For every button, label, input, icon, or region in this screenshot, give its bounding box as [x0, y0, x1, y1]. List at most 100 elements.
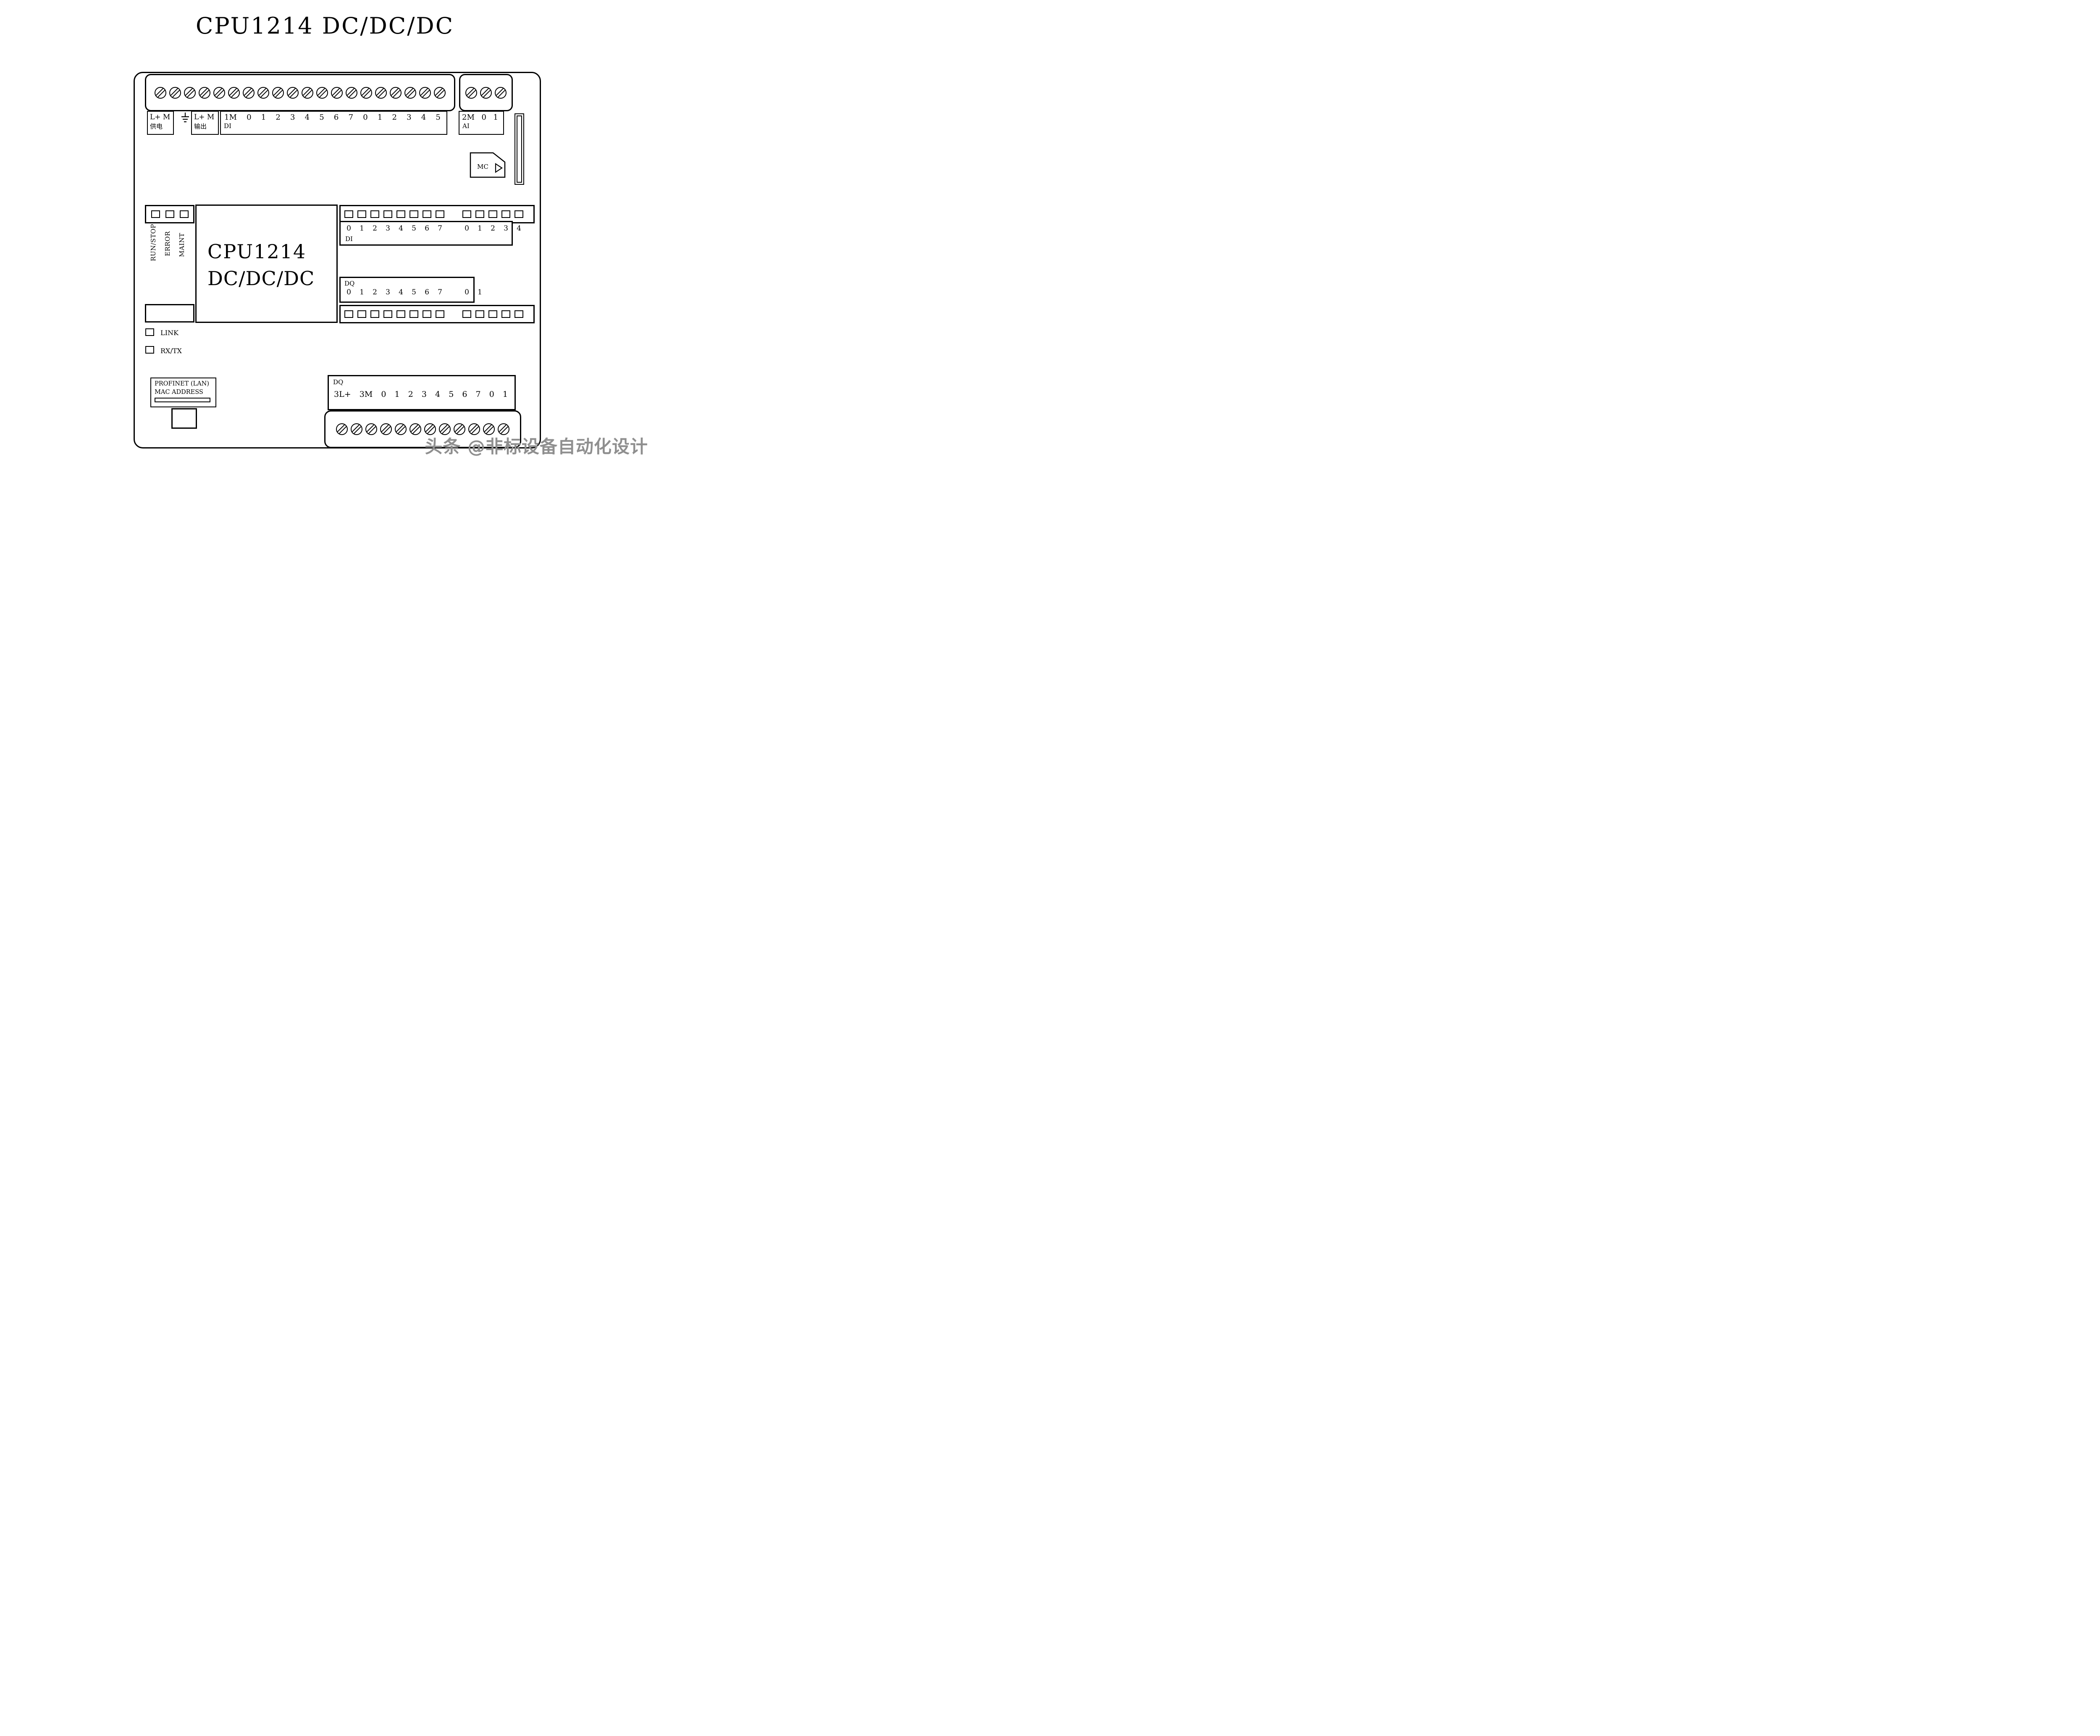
terminal-number: 0	[363, 113, 368, 122]
led-indicator-icon	[514, 210, 523, 218]
channel-number: 0	[346, 288, 351, 296]
led-indicator-icon	[462, 210, 471, 218]
dq-panel-label: DQ	[344, 280, 355, 287]
screw-terminal-icon	[302, 87, 313, 99]
screw-terminal-icon	[272, 87, 284, 99]
ai-terminal-caption: AI	[462, 122, 470, 130]
terminal-number: 4	[435, 390, 441, 399]
di-led-group2	[462, 210, 523, 218]
terminal-number: 4	[421, 113, 426, 122]
profinet-label: PROFINET (LAN)	[155, 380, 210, 387]
channel-number: 6	[425, 288, 429, 296]
cpu-variant: DC/DC/DC	[207, 267, 315, 290]
screw-terminal-icon	[419, 87, 431, 99]
di-panel-label: DI	[345, 235, 353, 243]
channel-number: 2	[491, 224, 495, 233]
screw-terminal-icon	[495, 87, 507, 99]
screw-terminal-icon	[199, 87, 210, 99]
blank-panel-box	[145, 304, 194, 323]
screw-terminal-icon	[346, 87, 357, 99]
ground-symbol-icon	[181, 113, 189, 123]
led-indicator-icon	[488, 210, 497, 218]
terminal-number: 1	[394, 390, 400, 399]
screw-terminal-icon	[454, 423, 465, 435]
screw-terminal-icon	[468, 423, 480, 435]
cpu-model: CPU1214	[207, 240, 307, 263]
terminal-number: 5	[449, 390, 454, 399]
led-indicator-icon	[357, 310, 366, 318]
terminal-number: 5	[436, 113, 441, 122]
terminal-number: 1	[493, 113, 498, 122]
channel-number: 3	[386, 288, 390, 296]
led-indicator-icon	[396, 210, 405, 218]
channel-number: 4	[399, 288, 403, 296]
terminal-number: 3	[290, 113, 295, 122]
expansion-slot-inner	[517, 115, 522, 183]
channel-number: 1	[360, 224, 364, 233]
screw-terminal-icon	[465, 87, 477, 99]
channel-number: 0	[465, 224, 469, 233]
mac-address-field	[155, 398, 210, 402]
terminal-number: 2	[392, 113, 397, 122]
channel-number: 2	[373, 224, 377, 233]
dq-led-row	[339, 305, 535, 323]
diagram-title: CPU1214 DC/DC/DC	[195, 13, 454, 39]
led-indicator-icon	[436, 310, 444, 318]
screw-terminal-icon	[316, 87, 328, 99]
mac-address-label: MAC ADDRESS	[155, 389, 203, 396]
screw-terminal-icon	[410, 423, 421, 435]
led-indicator-icon	[410, 210, 418, 218]
screw-terminal-icon	[439, 423, 451, 435]
screw-terminal-icon	[155, 87, 166, 99]
led-indicator-icon	[423, 310, 431, 318]
channel-number: 1	[478, 288, 482, 296]
led-indicator-icon	[344, 310, 353, 318]
memory-card-icon	[470, 152, 506, 178]
led-indicator-icon	[370, 310, 379, 318]
expansion-slot	[514, 113, 524, 185]
terminal-number: 7	[348, 113, 354, 122]
channel-number: 3	[386, 224, 390, 233]
terminal-number: 1	[502, 390, 508, 399]
profinet-info-box: PROFINET (LAN) MAC ADDRESS	[150, 378, 216, 407]
channel-number: 1	[360, 288, 364, 296]
screw-terminal-icon	[257, 87, 269, 99]
output-terminal-pins: L+ M	[194, 113, 215, 121]
di-led-row	[339, 205, 535, 223]
watermark: 头条 @非标设备自动化设计	[425, 436, 648, 457]
led-indicator-icon	[501, 210, 510, 218]
output-terminal-label: L+ M 输出	[191, 111, 219, 135]
link-led-label: LINK	[160, 329, 178, 337]
screw-terminal-icon	[434, 87, 446, 99]
di-led-group1	[344, 210, 444, 218]
led-indicator-icon	[475, 310, 484, 318]
screw-terminal-icon	[331, 87, 343, 99]
screw-terminal-icon	[390, 87, 402, 99]
channel-number: 2	[373, 288, 377, 296]
led-indicator-icon	[179, 210, 189, 218]
screw-terminal-icon	[375, 87, 387, 99]
led-indicator-icon	[396, 310, 405, 318]
memory-card-label: MC	[477, 163, 488, 170]
led-indicator-icon	[514, 310, 523, 318]
led-indicator-icon	[151, 210, 160, 218]
terminal-number: 2	[408, 390, 413, 399]
led-indicator-icon	[410, 310, 418, 318]
terminal-number: 6	[333, 113, 339, 122]
channel-number: 7	[438, 224, 442, 233]
screw-terminal-icon	[243, 87, 255, 99]
bottom-terminal-strip	[324, 410, 521, 448]
channel-number: 5	[412, 224, 416, 233]
screw-terminal-icon	[483, 423, 495, 435]
terminal-number: 0	[247, 113, 252, 122]
dq-led-group2	[462, 310, 523, 318]
